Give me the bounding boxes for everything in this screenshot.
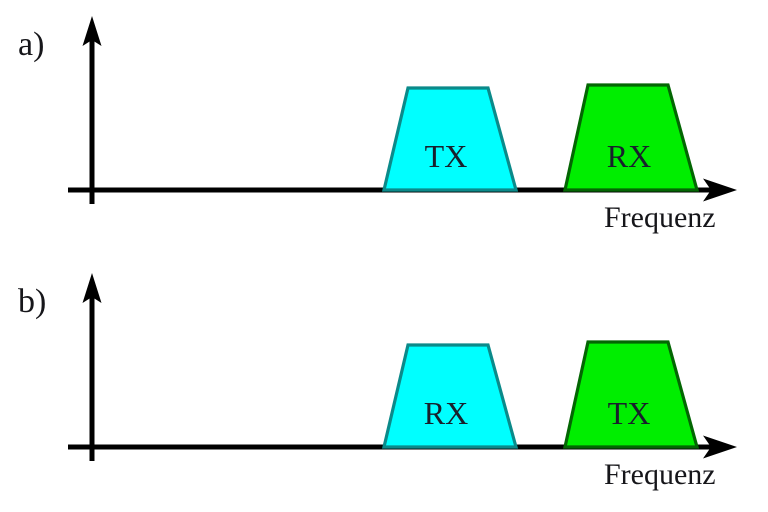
panel-b-x-axis-arrowhead bbox=[703, 435, 737, 459]
panel-b-letter: b) bbox=[18, 283, 46, 320]
panel-b-x-axis-label: Frequenz bbox=[604, 458, 716, 491]
panel-a-x-axis-arrowhead bbox=[703, 178, 737, 202]
panel-b-band-tx-label: TX bbox=[608, 395, 651, 431]
panel-a-x-axis-label: Frequenz bbox=[604, 201, 716, 234]
panel-a-letter: a) bbox=[18, 26, 44, 63]
panel-a-y-axis-arrowhead bbox=[82, 16, 102, 46]
panel-b-band-rx-shape bbox=[381, 343, 519, 449]
panel-b-band-rx-label: RX bbox=[424, 395, 468, 431]
panel-b-y-axis-arrowhead bbox=[82, 273, 102, 303]
panel-b-band-tx-shape bbox=[563, 340, 700, 449]
panel-a: a) TX RX Frequenz bbox=[18, 16, 737, 234]
panel-b: b) RX TX Frequenz bbox=[18, 273, 737, 491]
panel-a-band-tx-label: TX bbox=[425, 138, 468, 174]
panel-a-band-tx-shape bbox=[381, 86, 519, 192]
panel-a-band-rx-shape bbox=[563, 83, 700, 192]
panel-a-band-rx-label: RX bbox=[607, 138, 651, 174]
